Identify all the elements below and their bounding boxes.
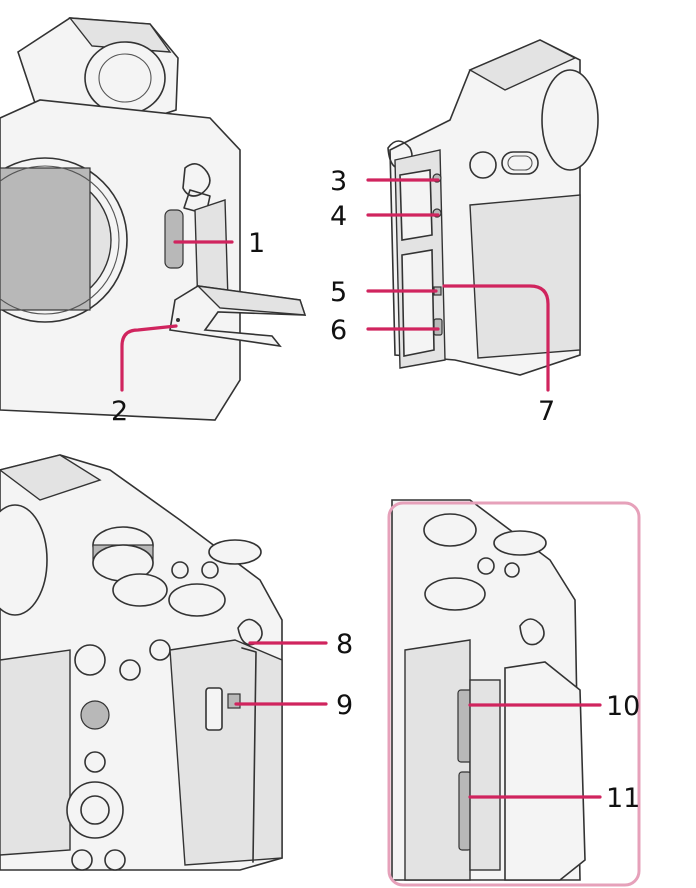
callout-7: 7: [538, 396, 555, 427]
callout-5: 5: [330, 277, 347, 308]
callout-6: 6: [330, 315, 347, 346]
access-lamp: [176, 318, 180, 322]
callout-2: 2: [111, 396, 128, 427]
camera-rear-side-view: [387, 39, 599, 376]
camera-card-slot-view: [391, 499, 586, 881]
callout-3: 3: [330, 166, 347, 197]
callout-4: 4: [330, 201, 347, 232]
highlight-box: [387, 501, 641, 887]
callout-11: 11: [606, 783, 640, 814]
callout-9: 9: [336, 690, 353, 721]
nfc-mark: [227, 693, 241, 709]
callout-1: 1: [248, 228, 265, 259]
leader-lines: [120, 178, 602, 799]
camera-front-side-view: [0, 17, 307, 421]
card-slot-2: [458, 771, 472, 851]
hdmi-port: [164, 209, 184, 269]
multi-port: [433, 318, 443, 336]
callout-numbers: 1 2 3 4 5 6 7 8 9 10 11: [111, 166, 640, 814]
callout-8: 8: [336, 629, 353, 660]
callout-10: 10: [606, 691, 640, 722]
camera-top-rear-view: [0, 454, 283, 871]
